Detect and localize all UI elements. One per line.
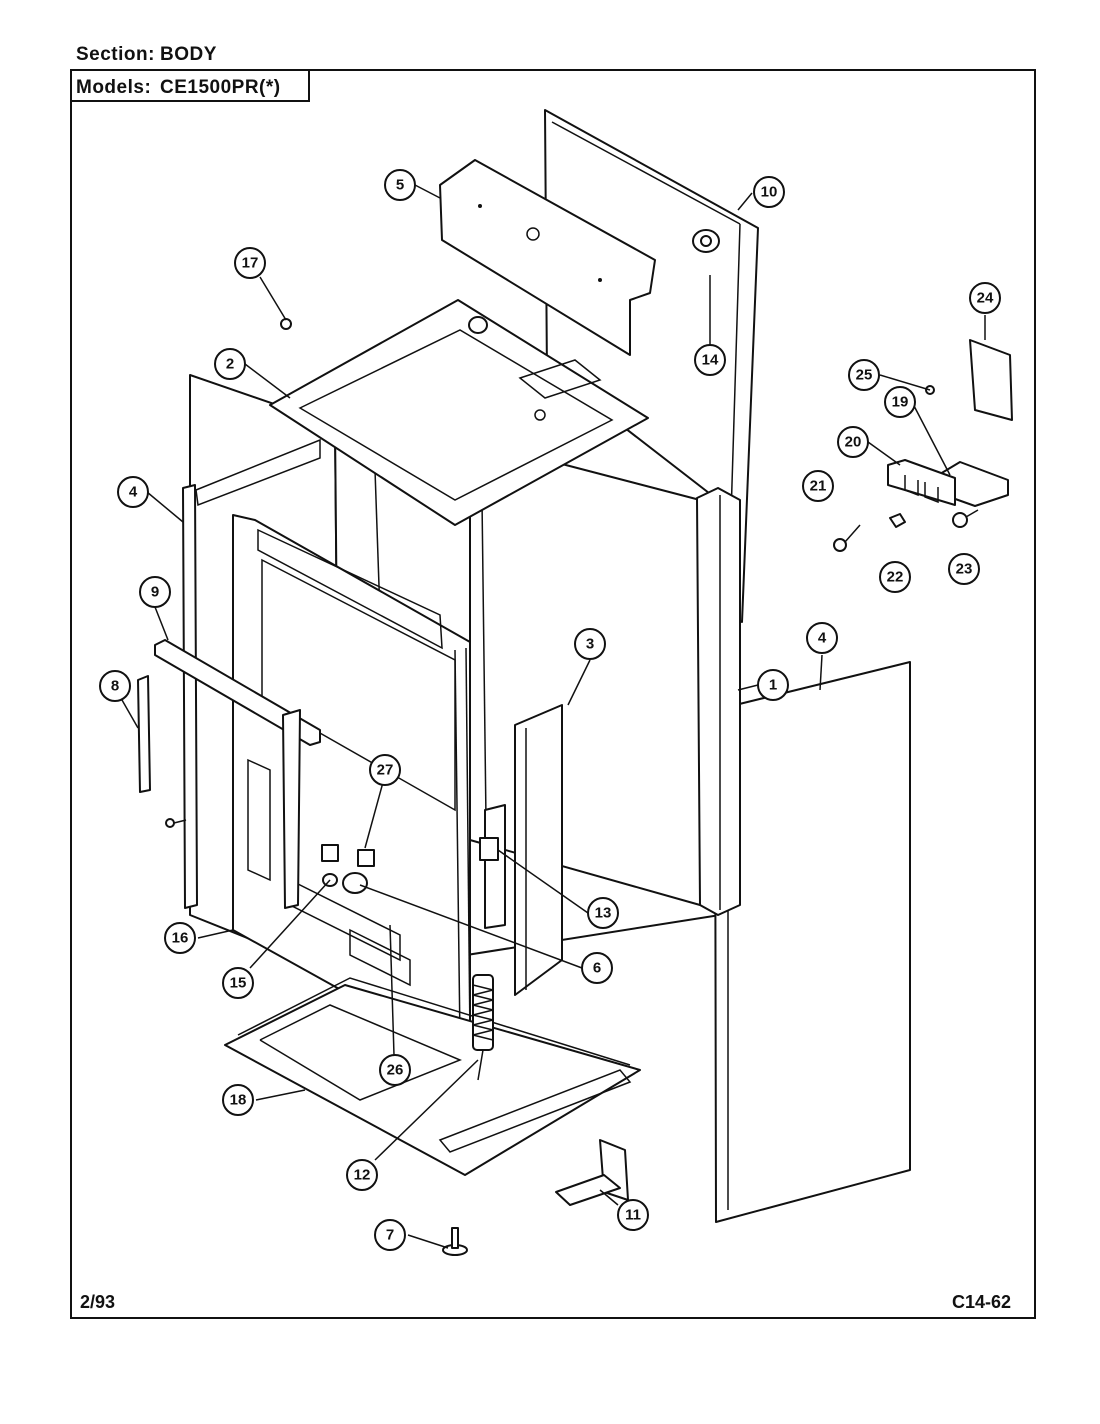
svg-text:17: 17 xyxy=(242,255,259,272)
callout-11: 11 xyxy=(617,1199,649,1231)
footer-date: 2/93 xyxy=(80,1292,116,1312)
svg-text:3: 3 xyxy=(586,636,594,653)
section-heading: Section:BODY xyxy=(76,44,217,66)
callout-5: 5 xyxy=(384,169,416,201)
callout-21: 21 xyxy=(802,470,834,502)
callout-9: 9 xyxy=(139,576,171,608)
callout-12: 12 xyxy=(346,1159,378,1191)
svg-text:16: 16 xyxy=(172,930,189,947)
section-label: Section: xyxy=(76,44,155,65)
left-side-trim xyxy=(182,438,321,909)
callout-19: 19 xyxy=(884,386,916,418)
footer-code: C14-62 xyxy=(952,1292,1012,1312)
leveling-leg xyxy=(442,1227,468,1256)
svg-text:26: 26 xyxy=(387,1062,404,1079)
page-frame xyxy=(70,69,1036,1319)
svg-text:6: 6 xyxy=(593,960,601,977)
callout-10: 10 xyxy=(753,176,785,208)
svg-text:23: 23 xyxy=(956,561,973,578)
screw-17-part xyxy=(280,318,292,330)
callout-14: 14 xyxy=(694,344,726,376)
callout-2: 2 xyxy=(214,348,246,380)
svg-text:2: 2 xyxy=(226,356,234,373)
callout-4-left: 4 xyxy=(117,476,149,508)
callout-1: 1 xyxy=(757,669,789,701)
svg-text:9: 9 xyxy=(151,584,159,601)
svg-text:21: 21 xyxy=(810,478,827,495)
svg-text:25: 25 xyxy=(856,367,873,384)
right-side-panel xyxy=(714,661,911,1223)
svg-text:4: 4 xyxy=(129,484,138,501)
callout-18: 18 xyxy=(222,1084,254,1116)
rear-cover-plate xyxy=(439,159,656,356)
vertical-trim xyxy=(137,675,151,793)
top-trim-strip xyxy=(154,639,321,746)
inner-strip xyxy=(282,709,301,909)
models-box xyxy=(70,69,310,102)
svg-text:18: 18 xyxy=(230,1092,247,1109)
callout-8: 8 xyxy=(99,670,131,702)
terminal-block-part xyxy=(692,229,720,253)
section-value: BODY xyxy=(160,44,217,65)
callout-25: 25 xyxy=(848,359,880,391)
svg-text:14: 14 xyxy=(702,352,719,369)
door-spring xyxy=(472,974,494,1081)
svg-text:4: 4 xyxy=(818,630,827,647)
callout-4-right: 4 xyxy=(806,622,838,654)
svg-text:13: 13 xyxy=(595,905,612,922)
svg-text:24: 24 xyxy=(977,290,994,307)
svg-text:19: 19 xyxy=(892,394,909,411)
svg-text:7: 7 xyxy=(386,1227,394,1244)
callout-22: 22 xyxy=(879,561,911,593)
svg-text:20: 20 xyxy=(845,434,862,451)
callout-17: 17 xyxy=(234,247,266,279)
svg-text:27: 27 xyxy=(377,762,394,779)
callout-15: 15 xyxy=(222,967,254,999)
callout-27: 27 xyxy=(369,754,401,786)
leader-lines xyxy=(121,184,986,1249)
callout-20: 20 xyxy=(837,426,869,458)
callout-23: 23 xyxy=(948,553,980,585)
svg-text:15: 15 xyxy=(230,975,247,992)
svg-text:22: 22 xyxy=(887,569,904,586)
svg-text:11: 11 xyxy=(625,1207,641,1224)
hinge-bracket xyxy=(479,804,506,929)
svg-text:8: 8 xyxy=(111,678,119,695)
bottom-tray xyxy=(224,977,641,1176)
callout-3: 3 xyxy=(574,628,606,660)
callout-26: 26 xyxy=(379,1054,411,1086)
callout-6: 6 xyxy=(581,952,613,984)
models-value: CE1500PR(*) xyxy=(160,77,281,98)
callout-7: 7 xyxy=(374,1219,406,1251)
callout-16: 16 xyxy=(164,922,196,954)
models-label: Models: xyxy=(76,77,152,98)
leveling-leg-bracket xyxy=(555,1139,629,1206)
svg-text:5: 5 xyxy=(396,177,404,194)
svg-text:12: 12 xyxy=(354,1167,371,1184)
svg-text:1: 1 xyxy=(769,677,777,694)
callout-13: 13 xyxy=(587,897,619,929)
models-heading: Models: CE1500PR(*) xyxy=(76,77,281,99)
hardware-cluster xyxy=(165,818,375,894)
callout-24: 24 xyxy=(969,282,1001,314)
right-trim-strip xyxy=(696,487,741,916)
top-panel xyxy=(269,299,649,526)
svg-text:10: 10 xyxy=(761,184,778,201)
